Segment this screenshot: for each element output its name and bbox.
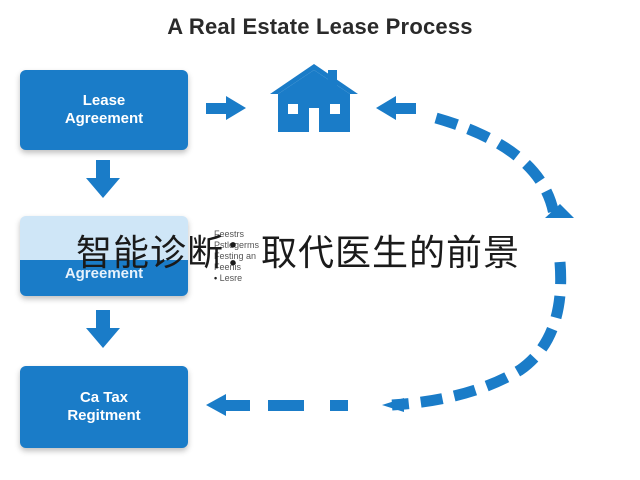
arrow-down-icon — [86, 160, 120, 198]
bullet-item: Pstlogerms — [214, 240, 260, 250]
agreement-label: Agreement — [64, 265, 144, 282]
arrow-left-icon — [376, 96, 416, 120]
dashed-return-loop-lower — [391, 261, 567, 411]
arrow-up-icon — [545, 204, 574, 218]
bullet-item: Festing an — [214, 251, 257, 261]
arrow-right-icon — [206, 96, 246, 120]
agreement-box: Agreement — [20, 216, 188, 296]
arrow-down-icon — [86, 310, 120, 348]
dashed-return-loop — [434, 112, 561, 223]
agreement-box-band — [20, 260, 188, 296]
arrow-left-icon — [206, 394, 404, 416]
lease-agreement-label: Lease Agreement — [64, 92, 144, 127]
bullet-item: Feestrs — [214, 229, 245, 239]
overlay-caption: 智能诊断：取代医生的前景 — [76, 233, 521, 274]
bullet-list: Feestrs Pstlogerms Festing an Feenis • L… — [214, 229, 259, 284]
tax-regitment-box: Ca Tax Regitment — [20, 366, 188, 448]
house-icon — [270, 64, 358, 132]
lease-agreement-box: Lease Agreement — [20, 70, 188, 150]
tax-regitment-label: Ca Tax Regitment — [67, 389, 141, 424]
diagram-title: A Real Estate Lease Process — [167, 14, 473, 39]
bullet-item: • Lesre — [214, 273, 243, 283]
bullet-item: Feenis — [214, 262, 242, 272]
